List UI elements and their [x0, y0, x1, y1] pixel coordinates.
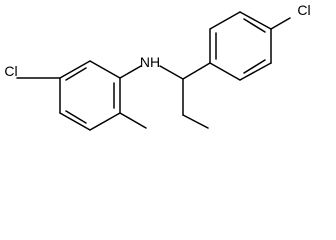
bond-ch-to-ring: [182, 62, 211, 80]
bond: [239, 11, 272, 30]
double-bond-inner: [65, 110, 87, 124]
double-bond-inner: [243, 59, 266, 74]
chemical-structure: Cl NH Cl: [4, 2, 311, 131]
bond: [89, 112, 121, 131]
bond: [89, 60, 121, 79]
bond: [59, 112, 91, 131]
bond-ring-to-nh: [119, 65, 142, 79]
bond: [239, 62, 272, 81]
bond-ch2-to-ch3: [182, 114, 209, 129]
cl-right-label: Cl: [297, 2, 310, 18]
bond-nh-to-ch: [159, 65, 184, 80]
bond: [59, 60, 91, 79]
right-benzene-ring: [209, 11, 272, 81]
bond-ring-to-cl-right: [270, 17, 291, 30]
left-benzene-ring: [59, 60, 121, 131]
bond: [209, 62, 241, 81]
bond-methyl: [119, 112, 147, 129]
double-bond-inner: [65, 67, 87, 81]
cl-left-label: Cl: [4, 63, 17, 79]
nh-label: NH: [140, 54, 160, 70]
bond: [209, 11, 241, 30]
double-bond-inner: [243, 18, 266, 33]
